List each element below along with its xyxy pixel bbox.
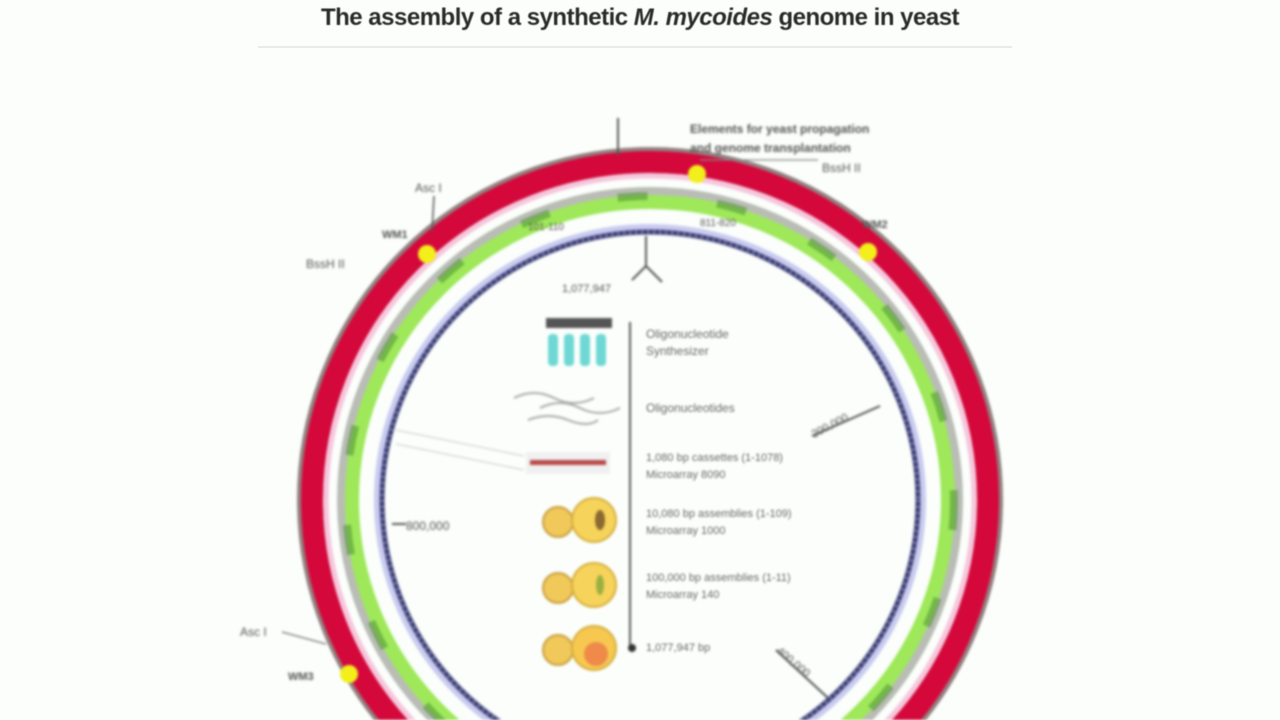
position-800000: 800,000 xyxy=(406,519,450,533)
marker-top xyxy=(688,165,706,183)
outer-ring-inner-glow xyxy=(323,173,977,720)
title-species: M. mycoides xyxy=(633,4,773,31)
step-10kb: 10,080 bp assemblies (1-109) Microarray … xyxy=(646,508,792,537)
svg-text:WM3: WM3 xyxy=(288,671,314,683)
middle-ring-segments xyxy=(342,192,958,720)
step-genome: 1,077,947 bp xyxy=(646,642,711,654)
asc1-label: Asc I xyxy=(415,181,442,195)
svg-text:and genome transplantation: and genome transplantation xyxy=(690,141,851,155)
yeast-cell-icon xyxy=(542,562,617,608)
svg-text:101-110: 101-110 xyxy=(528,222,564,233)
step-100kb: 100,000 bp assemblies (1-11) Microarray … xyxy=(646,572,791,601)
marker-top-right xyxy=(859,243,877,261)
elements-label: Elements for yeast propagation xyxy=(690,122,869,136)
outer-ring xyxy=(301,151,999,720)
step-synthesizer: Oligonucleotide Synthesizer xyxy=(646,327,729,358)
oligo-strands-icon xyxy=(513,392,621,425)
step-cassettes: 1,080 bp cassettes (1-1078) Microarray 8… xyxy=(646,452,783,481)
step-oligos: Oligonucleotides xyxy=(646,401,735,415)
svg-text:200,000: 200,000 xyxy=(810,411,851,440)
yeast-cell-icon xyxy=(542,625,617,671)
svg-text:Asc I: Asc I xyxy=(240,625,267,639)
origin-label: 1,077,947 xyxy=(562,283,611,295)
middle-ring xyxy=(345,195,955,720)
title-prefix: The assembly of a synthetic xyxy=(320,4,634,31)
title-divider xyxy=(258,46,1012,48)
marker-top-left xyxy=(418,245,436,263)
title-suffix: genome in yeast xyxy=(772,4,960,31)
yeast-cell-icon xyxy=(542,497,617,543)
svg-text:811-820: 811-820 xyxy=(700,218,736,229)
inner-ring-ticks xyxy=(379,229,921,720)
bssh-label: BssH II xyxy=(822,161,861,175)
synthesizer-icon xyxy=(546,318,612,366)
svg-text:400,000: 400,000 xyxy=(774,645,812,680)
svg-text:BssH II: BssH II xyxy=(306,257,345,271)
page-title: The assembly of a synthetic M. mycoides … xyxy=(0,4,1280,32)
cassette-bar-icon xyxy=(530,460,606,465)
svg-text:WM2: WM2 xyxy=(862,219,888,231)
svg-text:WM1: WM1 xyxy=(382,229,408,241)
marker-bottom-left xyxy=(340,665,358,683)
inner-ring-glow xyxy=(374,224,926,720)
